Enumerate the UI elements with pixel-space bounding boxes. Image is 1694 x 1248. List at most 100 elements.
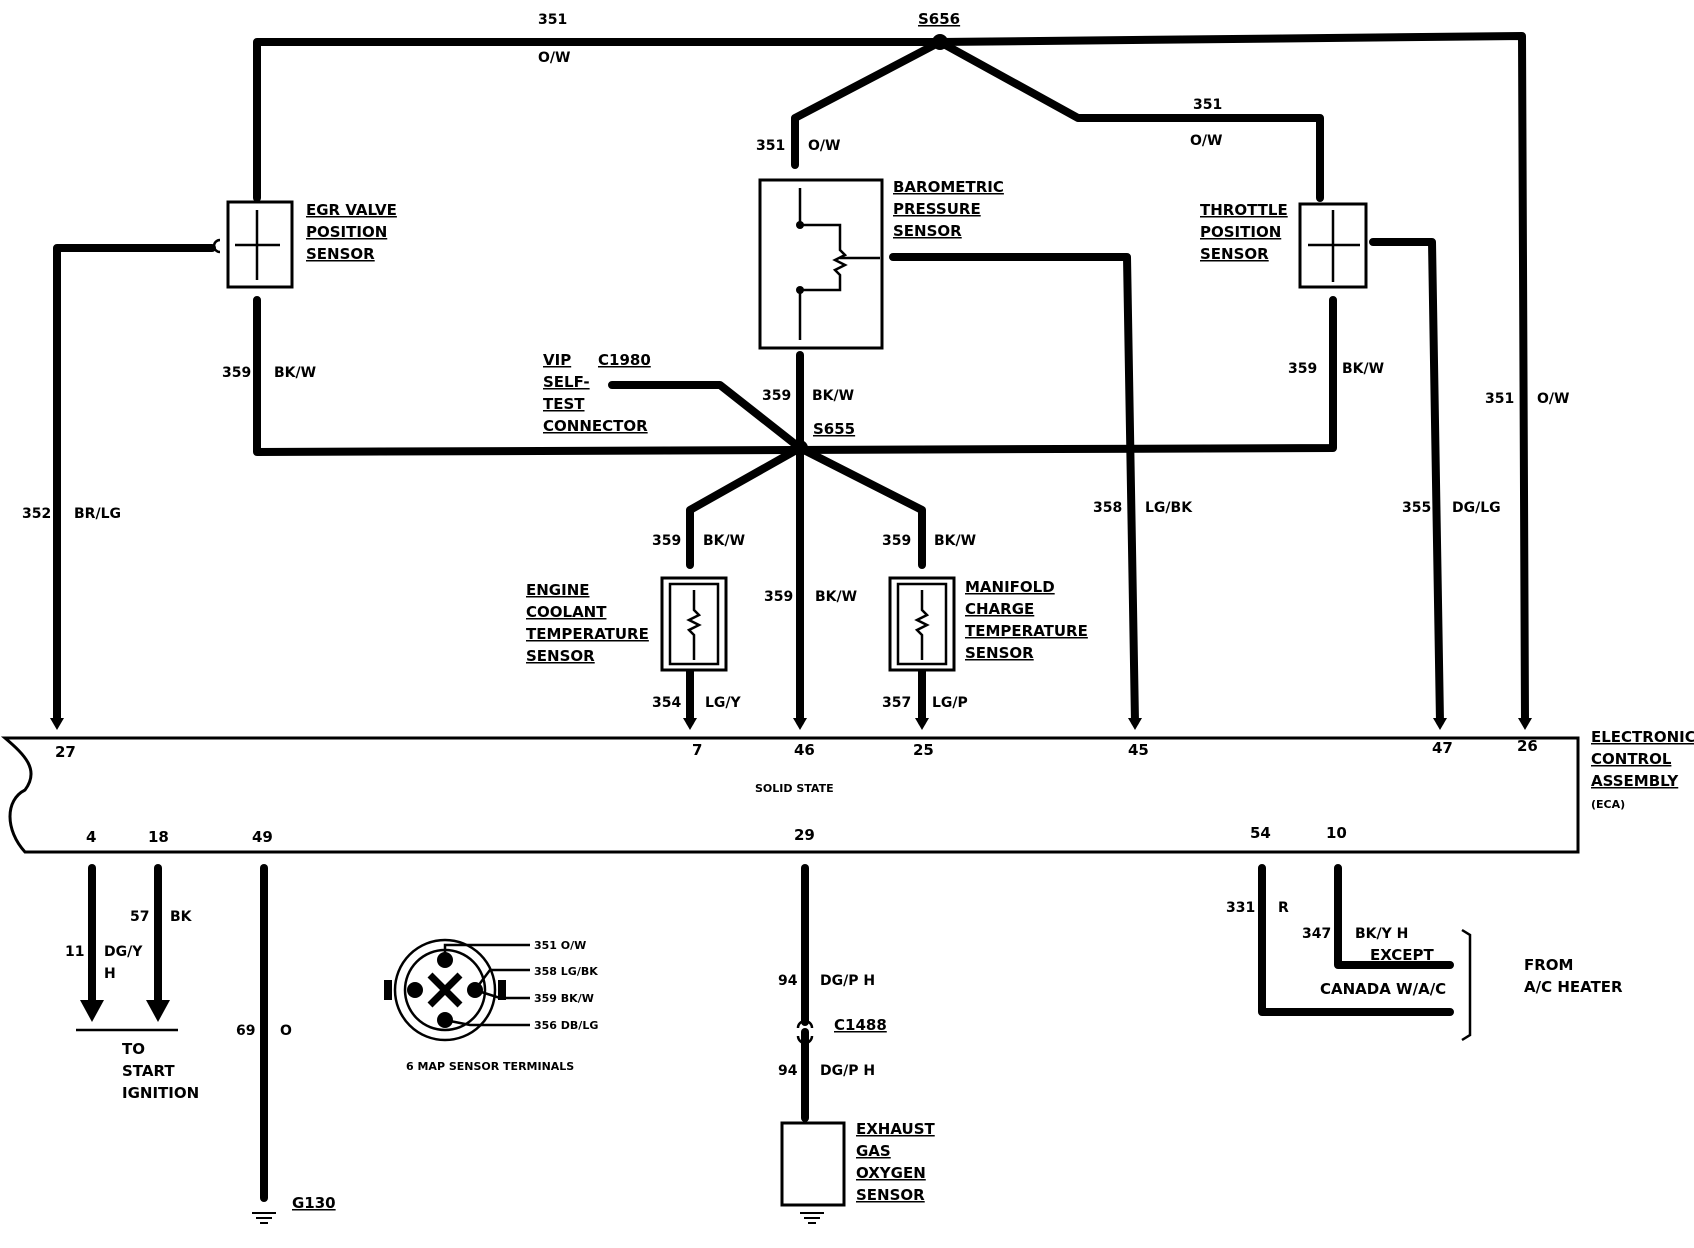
- wire-11-number: 11: [65, 944, 84, 960]
- wire-359-46-color: BK/W: [815, 589, 857, 605]
- wire-359-egr-number: 359: [222, 365, 251, 381]
- wire-347: [1334, 864, 1454, 969]
- svg-text:IGNITION: IGNITION: [122, 1084, 199, 1102]
- wire-355: [1369, 238, 1444, 726]
- svg-text:THROTTLE: THROTTLE: [1200, 201, 1288, 219]
- wire-331-color: R: [1278, 900, 1289, 916]
- electronic-control-assembly: [0, 736, 1580, 854]
- svg-text:359 BK/W: 359 BK/W: [534, 992, 594, 1005]
- svg-text:ASSEMBLY: ASSEMBLY: [1591, 772, 1679, 790]
- wire-359-tps-color: BK/W: [1342, 361, 1384, 377]
- wire-359-ect-number: 359: [652, 533, 681, 549]
- wire-359-mct-color: BK/W: [934, 533, 976, 549]
- svg-text:EGR VALVE: EGR VALVE: [306, 201, 397, 219]
- engine-coolant-temperature-sensor: [660, 576, 728, 672]
- svg-text:351 O/W: 351 O/W: [534, 939, 586, 952]
- ect-label: ENGINE COOLANT TEMPERATURE SENSOR: [526, 581, 649, 665]
- wire-359-mct: [796, 444, 926, 569]
- wire-354-color: LG/Y: [705, 695, 742, 711]
- wire-94a-color: DG/P H: [820, 973, 875, 989]
- svg-text:MANIFOLD: MANIFOLD: [965, 578, 1055, 596]
- egr-label: EGR VALVE POSITION SENSOR: [306, 201, 397, 263]
- wire-57-number: 57: [130, 909, 149, 925]
- solid-state-label: SOLID STATE: [755, 782, 834, 795]
- wire-351-baro: [791, 38, 944, 169]
- wire-359-tps-number: 359: [1288, 361, 1317, 377]
- wire-vip: [608, 381, 804, 452]
- map-sensor-terminals-icon: [384, 938, 530, 1042]
- wire-359-baro-color: BK/W: [812, 388, 854, 404]
- ground-symbols: [252, 1212, 824, 1224]
- svg-text:SENSOR: SENSOR: [526, 647, 595, 665]
- svg-text:TEMPERATURE: TEMPERATURE: [965, 622, 1088, 640]
- svg-text:C1980: C1980: [598, 351, 651, 369]
- svg-text:EXCEPT: EXCEPT: [1370, 946, 1435, 964]
- wire-351-right-color: O/W: [1537, 391, 1569, 407]
- svg-text:ENGINE: ENGINE: [526, 581, 590, 599]
- wire-351-baro-color: O/W: [808, 138, 840, 154]
- throttle-position-sensor: [1298, 202, 1368, 289]
- pin-45: 45: [1128, 741, 1149, 759]
- svg-text:SENSOR: SENSOR: [893, 222, 962, 240]
- svg-text:SENSOR: SENSOR: [965, 644, 1034, 662]
- wire-57-color: BK: [170, 909, 193, 925]
- tps-label: THROTTLE POSITION SENSOR: [1200, 201, 1288, 263]
- wire-359-46-number: 359: [764, 589, 793, 605]
- ground-g130-label: G130: [292, 1194, 336, 1212]
- wire-351-tps-number: 351: [1193, 97, 1222, 113]
- wire-94a-number: 94: [778, 973, 798, 989]
- pin-46: 46: [794, 741, 815, 759]
- pin-49: 49: [252, 828, 273, 846]
- manifold-charge-temperature-sensor: [888, 576, 956, 672]
- wire-357-number: 357: [882, 695, 911, 711]
- wire-351-right-number: 351: [1485, 391, 1514, 407]
- svg-text:TEMPERATURE: TEMPERATURE: [526, 625, 649, 643]
- svg-text:TO: TO: [122, 1040, 145, 1058]
- svg-text:OXYGEN: OXYGEN: [856, 1164, 926, 1182]
- mct-label: MANIFOLD CHARGE TEMPERATURE SENSOR: [965, 578, 1088, 662]
- splice-s655: [792, 440, 808, 456]
- wire-352: [53, 244, 216, 724]
- c1488-label: C1488: [834, 1016, 887, 1034]
- svg-text:356 DB/LG: 356 DB/LG: [534, 1019, 598, 1032]
- svg-text:SENSOR: SENSOR: [1200, 245, 1269, 263]
- wire-351-top-color: O/W: [538, 50, 570, 66]
- wire-351-tps-color: O/W: [1190, 133, 1222, 149]
- wire-94b-color: DG/P H: [820, 1063, 875, 1079]
- svg-text:GAS: GAS: [856, 1142, 891, 1160]
- svg-text:POSITION: POSITION: [1200, 223, 1281, 241]
- wire-69-number: 69: [236, 1023, 255, 1039]
- svg-text:CANADA W/A/C: CANADA W/A/C: [1320, 980, 1446, 998]
- pin-4: 4: [86, 828, 96, 846]
- svg-text:CONNECTOR: CONNECTOR: [543, 417, 648, 435]
- svg-text:ELECTRONIC: ELECTRONIC: [1591, 728, 1694, 746]
- wire-94b-number: 94: [778, 1063, 798, 1079]
- wire-358-number: 358: [1093, 500, 1122, 516]
- ego-label: EXHAUST GAS OXYGEN SENSOR: [856, 1120, 935, 1204]
- svg-text:VIP: VIP: [543, 351, 571, 369]
- svg-text:SELF-: SELF-: [543, 373, 590, 391]
- splice-s655-label: S655: [813, 420, 855, 438]
- svg-text:CHARGE: CHARGE: [965, 600, 1034, 618]
- wire-11-h: H: [104, 966, 116, 982]
- pin-47: 47: [1432, 739, 1453, 757]
- pin-27: 27: [55, 743, 76, 761]
- svg-text:(ECA): (ECA): [1591, 798, 1625, 811]
- splice-s656: [932, 34, 948, 50]
- pin-25: 25: [913, 741, 934, 759]
- egr-valve-position-sensor: [212, 200, 294, 289]
- pin-7: 7: [692, 741, 702, 759]
- wire-347-color: BK/Y H: [1355, 926, 1408, 942]
- map-terminals-labels: 351 O/W 358 LG/BK 359 BK/W 356 DB/LG 6 M…: [406, 939, 598, 1073]
- except-canada-label: EXCEPT CANADA W/A/C: [1320, 946, 1446, 998]
- wire-69-color: O: [280, 1023, 292, 1039]
- barometric-pressure-sensor: [758, 178, 884, 350]
- wire-355-color: DG/LG: [1452, 500, 1501, 516]
- wire-331: [1258, 864, 1454, 1016]
- svg-text:SENSOR: SENSOR: [856, 1186, 925, 1204]
- pin-54: 54: [1250, 824, 1271, 842]
- svg-text:PRESSURE: PRESSURE: [893, 200, 981, 218]
- svg-text:358 LG/BK: 358 LG/BK: [534, 965, 598, 978]
- svg-text:BAROMETRIC: BAROMETRIC: [893, 178, 1004, 196]
